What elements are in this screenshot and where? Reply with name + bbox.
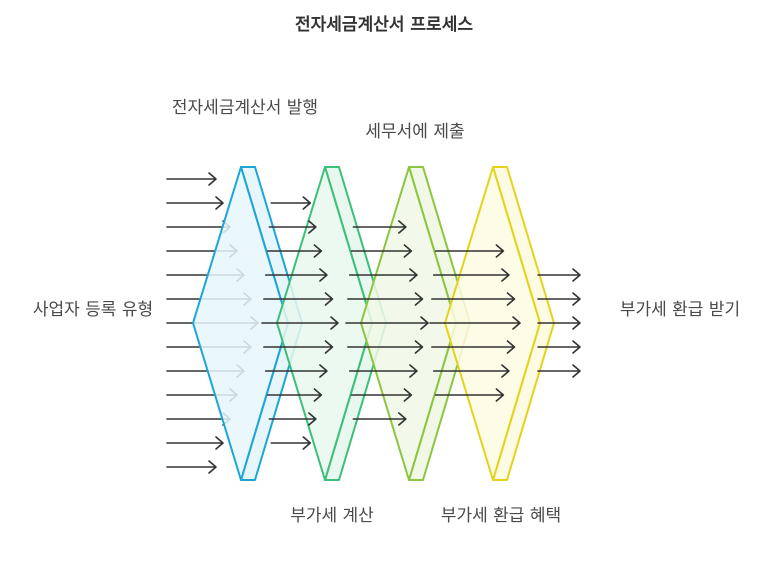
stage-3-to-4-arrow — [432, 364, 510, 378]
stage-1-to-2-arrow — [263, 340, 334, 354]
stage-2-to-3-arrow — [345, 316, 429, 330]
output-arrow — [537, 316, 581, 330]
stage-1-to-2-arrow — [264, 268, 328, 282]
stage-3-to-4-arrow — [434, 388, 505, 402]
stage-2-to-3-arrow — [348, 364, 418, 378]
stage-2-to-3-arrow — [352, 220, 407, 234]
stage-1-to-2-arrow — [270, 196, 312, 210]
stage-4-label: 부가세 환급 혜택 — [440, 506, 562, 526]
stage-3-to-4-arrow — [434, 244, 505, 258]
input-arrow — [166, 196, 224, 210]
input-arrow — [166, 460, 217, 474]
output-arrow — [537, 292, 581, 306]
stage-1-to-2-arrow — [268, 412, 317, 426]
stage-1-to-2-arrow — [266, 244, 323, 258]
stage-1-chevron — [192, 166, 289, 481]
stage-2-to-3-arrow — [348, 268, 418, 282]
stage-2-to-3-arrow — [352, 412, 407, 426]
stage-1-to-2-arrow — [268, 220, 317, 234]
input-label: 사업자 등록 유형 — [32, 300, 154, 320]
stage-1-to-2-arrow — [270, 436, 312, 450]
output-arrow — [537, 268, 581, 282]
output-arrow — [537, 364, 581, 378]
stage-1-to-2-arrow — [266, 388, 323, 402]
stage-2-to-3-arrow — [347, 340, 424, 354]
output-arrow — [537, 340, 581, 354]
stage-1-to-2-arrow — [263, 292, 334, 306]
stage-2-label: 부가세 계산 — [290, 506, 374, 526]
stage-3-label: 세무서에 제출 — [365, 122, 465, 142]
stage-3-to-4-arrow — [432, 268, 510, 282]
input-arrow — [166, 436, 224, 450]
input-arrow — [166, 172, 217, 186]
diagram-title: 전자세금계산서 프로세스 — [295, 15, 473, 35]
stage-1-to-2-arrow — [264, 364, 328, 378]
stage-2-to-3-arrow — [347, 292, 424, 306]
stage-1-to-2-arrow — [261, 316, 339, 330]
stage-1-label: 전자세금계산서 발행 — [171, 98, 319, 118]
stage-3-to-4-arrow — [429, 316, 521, 330]
stage-3-to-4-arrow — [431, 292, 516, 306]
stage-3-to-4-arrow — [431, 340, 516, 354]
stage-2-to-3-arrow — [350, 244, 413, 258]
stage-2-to-3-arrow — [350, 388, 413, 402]
output-label: 부가세 환급 받기 — [619, 300, 741, 320]
